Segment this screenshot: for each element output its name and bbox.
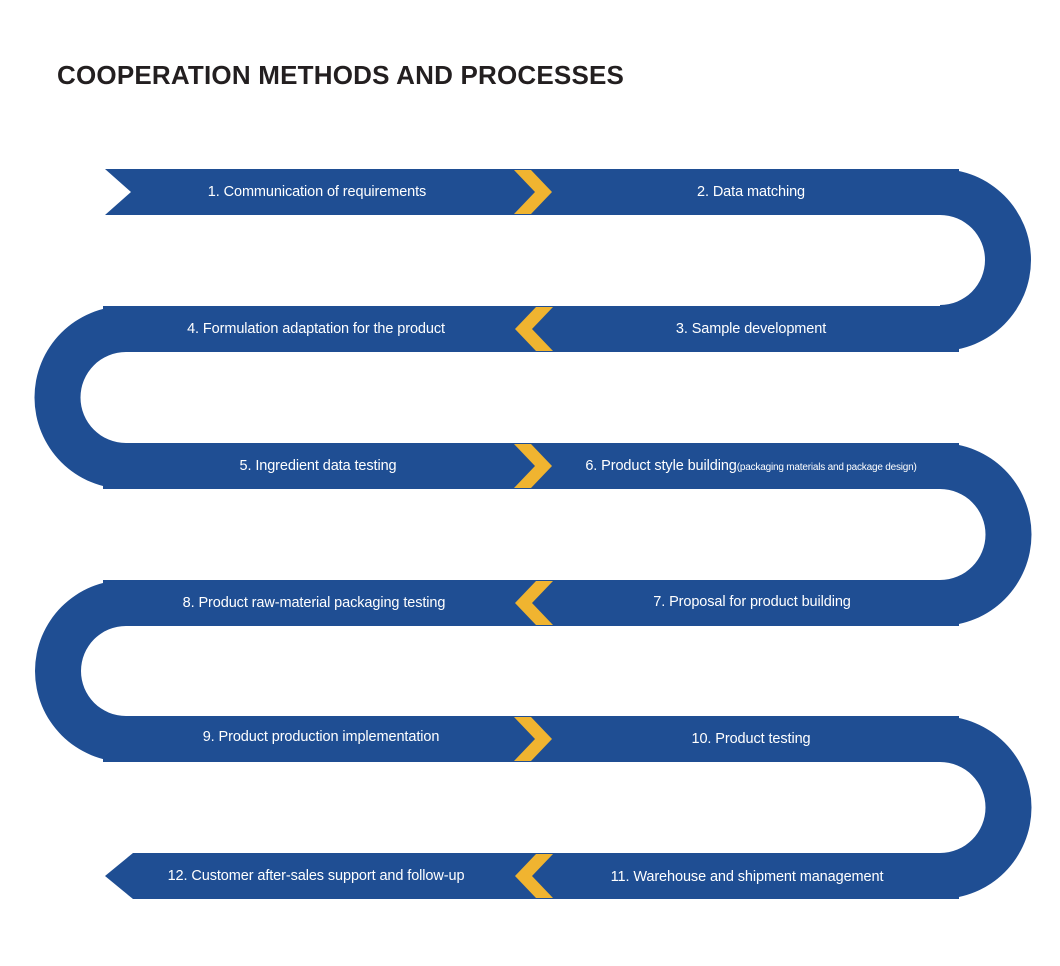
step-label-12: 12. Customer after-sales support and fol… [168,869,465,884]
step-label-4: 4. Formulation adaptation for the produc… [187,322,445,337]
step-label-10: 10. Product testing [691,732,810,747]
chevron-right-icon-row-5 [514,717,552,761]
page-title: COOPERATION METHODS AND PROCESSES [57,60,625,90]
step-4-text: 4. Formulation adaptation for the produc… [187,320,445,337]
chevron-left-icon-row-4 [515,581,553,625]
step-12-text: 12. Customer after-sales support and fol… [167,867,465,884]
step-label-2: 2. Data matching [697,185,805,200]
step-8-text: 8. Product raw-material packaging testin… [182,594,446,611]
step-label-8: 8. Product raw-material packaging testin… [183,596,446,611]
step-10-text: 10. Product testing [691,730,811,747]
step-11-text: 11. Warehouse and shipment management [610,868,884,885]
flow-bar-row-3 [103,443,959,489]
step-1-text: 1. Communication of requirements [207,183,427,200]
step-7-text: 7. Proposal for product building [653,593,851,610]
flow-bar-row-5 [103,716,959,762]
step-6-note: (packaging materials and package design) [736,461,917,473]
flow-band-group [34,169,1032,899]
chevron-right-icon-row-1 [514,170,552,214]
step-label-11: 11. Warehouse and shipment management [611,870,884,885]
step-9-text: 9. Product production implementation [202,728,440,745]
step-label-3: 3. Sample development [676,322,826,337]
step-label-7: 7. Proposal for product building [653,595,851,610]
chevron-right-icon-row-3 [514,444,552,488]
step-label-9: 9. Product production implementation [203,730,440,745]
chevron-left-icon-row-2 [515,307,553,351]
chevron-left-icon-row-6 [515,854,553,898]
step-label-6: 6. Product style building(packaging mate… [585,457,917,474]
step-6-text: 6. Product style building [585,457,737,474]
step-label-1: 1. Communication of requirements [207,183,427,200]
flow-uturn-right-3 [940,716,1032,899]
step-3-text: 3. Sample development [675,320,827,337]
step-label-5: 5. Ingredient data testing [239,459,396,474]
step-2-text: 2. Data matching [696,183,806,200]
chevron-group [514,170,553,898]
step-5-text: 5. Ingredient data testing [239,457,397,474]
flow-bar-row-1 [105,169,959,215]
flow-uturn-right-1 [940,169,1031,351]
flow-uturn-right-2 [940,443,1032,626]
